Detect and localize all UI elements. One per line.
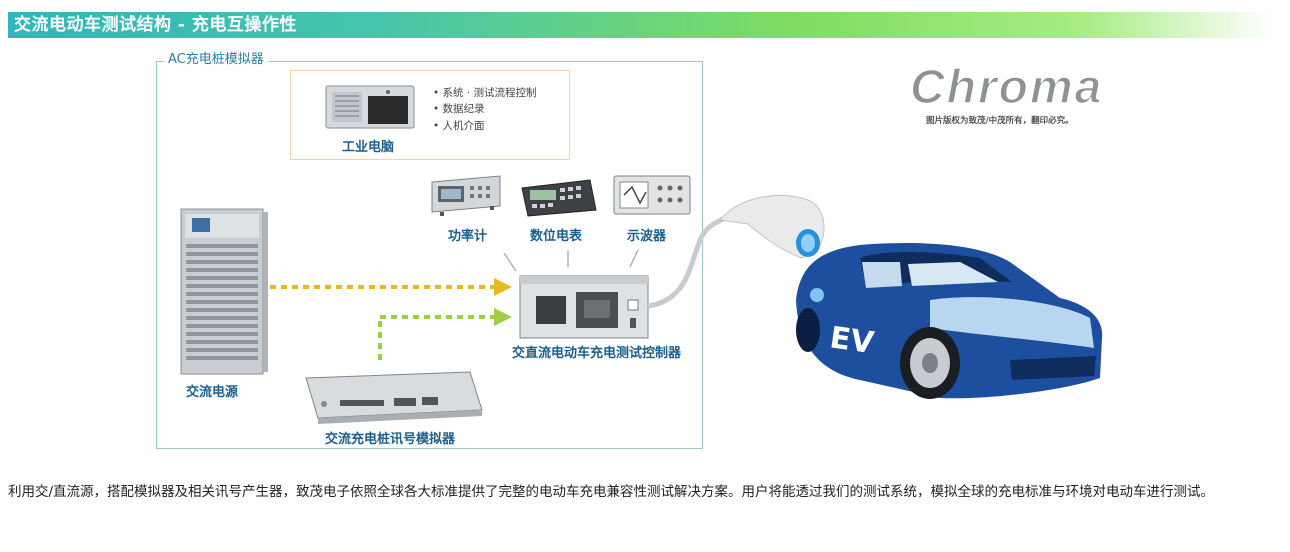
pc-label: 工业电脑 (342, 140, 395, 155)
industrial-pc-icon (325, 85, 415, 129)
arrow-green (378, 308, 512, 360)
pc-feature-2: • 数据纪录 (433, 103, 485, 115)
charging-cable (647, 215, 727, 309)
page-title: 交流电动车测试结构 - 充电互操作性 (14, 15, 297, 35)
instrument-label-digital-meter: 数位电表 (530, 229, 583, 244)
frame-label: AC充电桩模拟器 (164, 51, 268, 69)
pc-feature-1: • 系统 · 测试流程控制 (433, 87, 537, 99)
footer-paragraph: 利用交/直流源，搭配模拟器及相关讯号产生器，致茂电子依照全球各大标准提供了完整的… (8, 484, 1215, 500)
test-controller-icon (519, 275, 649, 339)
charging-plug-icon (719, 194, 825, 259)
chroma-logo: Chroma (910, 61, 1103, 114)
instrument-label-power-meter: 功率计 (448, 229, 488, 244)
pc-feature-3: • 人机介面 (433, 120, 485, 132)
ev-badge: EV (828, 320, 877, 361)
ac-power-source-icon (180, 208, 268, 375)
chroma-copyright: 图片版权为致茂/中茂所有，翻印必究。 (926, 116, 1074, 126)
power-meter-icon (431, 175, 501, 216)
instrument-label-oscilloscope: 示波器 (627, 229, 667, 244)
signal-simulator-label: 交流充电桩讯号模拟器 (325, 432, 456, 447)
oscilloscope-icon (613, 175, 691, 215)
ev-car-icon (796, 243, 1103, 399)
ac-source-label: 交流电源 (186, 385, 239, 400)
title-bar (8, 12, 1274, 38)
digital-meter-icon (521, 179, 597, 217)
simulator-frame (156, 61, 703, 449)
instrument-lines (503, 249, 639, 272)
controller-label: 交直流电动车充电测试控制器 (512, 346, 682, 361)
arrow-yellow (270, 278, 512, 296)
signal-simulator-icon (305, 371, 483, 424)
